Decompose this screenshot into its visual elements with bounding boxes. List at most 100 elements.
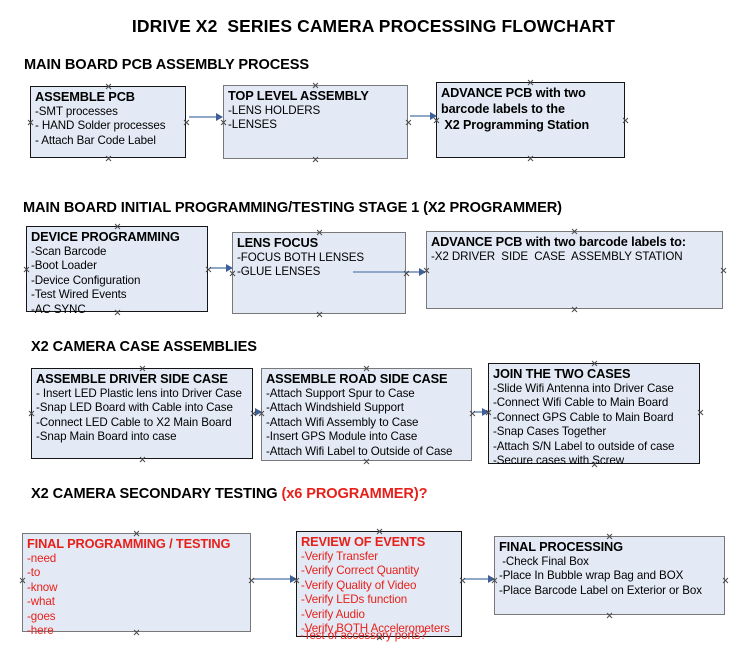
- process-box-line: -Verify BOTH Accelerometers: [301, 622, 450, 636]
- process-box-line: X2 Programming Station: [441, 117, 590, 132]
- process-box-line: -GLUE LENSES: [237, 265, 321, 279]
- process-box-assemble-pcb[interactable]: ASSEMBLE PCB-SMT processes- HAND Solder …: [30, 86, 186, 158]
- process-box-assemble-driver-side-case[interactable]: ASSEMBLE DRIVER SIDE CASE- Insert LED Pl…: [31, 368, 253, 459]
- process-box-line: -Device Configuration: [31, 273, 141, 287]
- process-box-line: -Attach Windshield Support: [266, 401, 404, 415]
- process-box-line: -SMT processes: [35, 104, 118, 118]
- section-header-main-board-initial-programming: MAIN BOARD INITIAL PROGRAMMING/TESTING S…: [23, 200, 562, 216]
- process-box-title: DEVICE PROGRAMMING: [31, 229, 180, 244]
- process-box-title: TOP LEVEL ASSEMBLY: [228, 88, 369, 103]
- section-header-text: X2 CAMERA SECONDARY TESTING: [31, 486, 282, 502]
- process-box-title: ADVANCE PCB with two: [441, 85, 586, 100]
- process-box-line: -Check Final Box: [499, 554, 589, 568]
- section-header-accent-text: (x6 PROGRAMMER)?: [281, 486, 428, 502]
- connector-arrow: [253, 574, 297, 584]
- arrow-head-icon: [430, 111, 437, 120]
- process-box-line: -Scan Barcode: [31, 244, 107, 258]
- process-box-body: FINAL PROCESSING -Check Final Box -Place …: [499, 539, 722, 598]
- process-box-line: -Attach Wifi Label to Outside of Case: [266, 444, 453, 458]
- process-box-join-the-two-cases[interactable]: JOIN THE TWO CASES-Slide Wifi Antenna in…: [488, 363, 700, 467]
- arrow-shaft: [474, 411, 483, 413]
- process-box-line: -need: [27, 551, 57, 565]
- process-box-line: -Attach S/N Label to outside of case: [493, 439, 675, 453]
- process-box-overflow-line: -Test of accessory ports?: [300, 629, 427, 642]
- connector-arrow: [464, 574, 495, 584]
- process-box-line: -AC SYNC: [31, 302, 86, 316]
- process-box-line: -Slide Wifi Antenna into Driver Case: [493, 381, 674, 395]
- process-box-final-programming-testing[interactable]: FINAL PROGRAMMING / TESTING-need-to-know…: [22, 533, 251, 637]
- process-box-line: -Attach Support Spur to Case: [266, 386, 415, 400]
- process-box-line: -Connect LED Cable to X2 Main Board: [36, 415, 232, 429]
- arrow-shaft: [464, 578, 489, 580]
- process-box-line: barcode labels to the: [441, 101, 565, 116]
- process-box-line: -goes: [27, 609, 56, 623]
- process-box-assemble-road-side-case[interactable]: ASSEMBLE ROAD SIDE CASE-Attach Support S…: [261, 368, 472, 461]
- section-header-main-board-pcb-assembly: MAIN BOARD PCB ASSEMBLY PROCESS: [24, 57, 309, 73]
- section-header-text: X2 CAMERA CASE ASSEMBLIES: [31, 339, 257, 355]
- section-header-x2-camera-case-assemblies: X2 CAMERA CASE ASSEMBLIES: [31, 339, 257, 355]
- process-box-device-programming[interactable]: DEVICE PROGRAMMING-Scan Barcode-Boot Loa…: [26, 226, 208, 316]
- process-box-line: -LENSES: [228, 118, 277, 132]
- section-header-text: MAIN BOARD INITIAL PROGRAMMING/TESTING S…: [23, 200, 562, 216]
- arrow-shaft: [410, 115, 431, 117]
- process-box-line: -here: [27, 624, 54, 638]
- process-box-title: REVIEW OF EVENTS: [301, 534, 426, 549]
- process-box-body: LENS FOCUS-FOCUS BOTH LENSES-GLUE LENSES: [237, 235, 403, 280]
- process-box-line: -Boot Loader: [31, 259, 97, 273]
- arrow-head-icon: [216, 112, 223, 121]
- process-box-line: -Verify LEDs function: [301, 593, 408, 607]
- arrow-head-icon: [482, 407, 489, 416]
- process-box-line: - Insert LED Plastic lens into Driver Ca…: [36, 386, 242, 400]
- process-box-title: FINAL PROCESSING: [499, 539, 623, 554]
- process-box-line: - HAND Solder processes: [35, 119, 166, 133]
- process-box-body: DEVICE PROGRAMMING-Scan Barcode-Boot Loa…: [31, 229, 205, 317]
- process-box-line: -Place Barcode Label on Exterior or Box: [499, 583, 702, 597]
- process-box-body: FINAL PROGRAMMING / TESTING-need-to-know…: [27, 536, 248, 639]
- arrow-shaft: [253, 578, 291, 580]
- section-header-x2-camera-secondary-testing: X2 CAMERA SECONDARY TESTING (x6 PROGRAMM…: [31, 486, 428, 502]
- process-box-line: -LENS HOLDERS: [228, 103, 321, 117]
- arrow-shaft: [353, 271, 420, 273]
- process-box-title: ASSEMBLE DRIVER SIDE CASE: [36, 371, 228, 386]
- process-box-body: REVIEW OF EVENTS-Verify Transfer-Verify …: [301, 534, 459, 637]
- process-box-line: -FOCUS BOTH LENSES: [237, 250, 365, 264]
- process-box-review-of-events[interactable]: REVIEW OF EVENTS-Verify Transfer-Verify …: [296, 531, 462, 637]
- process-box-line: -Snap LED Board with Cable into Case: [36, 401, 233, 415]
- process-box-top-level-assembly[interactable]: TOP LEVEL ASSEMBLY-LENS HOLDERS-LENSES: [223, 85, 408, 159]
- arrow-head-icon: [290, 574, 297, 583]
- process-box-line: -X2 DRIVER SIDE CASE ASSEMBLY STATION: [431, 249, 683, 263]
- section-header-text: MAIN BOARD PCB ASSEMBLY PROCESS: [24, 57, 310, 73]
- process-box-advance-pcb-to-driver-side-case[interactable]: ADVANCE PCB with two barcode labels to:-…: [426, 231, 723, 309]
- process-box-body: ADVANCE PCB with two barcode labels to:-…: [431, 234, 720, 264]
- process-box-line: -Test Wired Events: [31, 288, 127, 302]
- process-box-body: TOP LEVEL ASSEMBLY-LENS HOLDERS-LENSES: [228, 88, 405, 133]
- connector-arrow: [189, 112, 223, 122]
- process-box-line: -Verify Quality of Video: [301, 578, 417, 592]
- process-box-line: -Snap Cases Together: [493, 425, 607, 439]
- connector-arrow: [474, 407, 489, 417]
- process-box-line: -Connect Wifi Cable to Main Board: [493, 396, 669, 410]
- process-box-line: -Snap Main Board into case: [36, 430, 177, 444]
- process-box-line: -Attach Wifi Assembly to Case: [266, 415, 419, 429]
- arrow-head-icon: [488, 574, 495, 583]
- process-box-line: -Verify Audio: [301, 607, 365, 621]
- process-box-line: -Insert GPS Module into Case: [266, 430, 418, 444]
- process-box-line: -Connect GPS Cable to Main Board: [493, 410, 674, 424]
- process-box-title: LENS FOCUS: [237, 235, 318, 250]
- connector-arrow: [210, 263, 233, 273]
- process-box-line: -Verify Transfer: [301, 549, 379, 563]
- arrow-head-icon: [419, 267, 426, 276]
- process-box-line: -Secure cases with Screw: [493, 454, 624, 468]
- process-box-line: -to: [27, 566, 41, 580]
- process-box-lens-focus[interactable]: LENS FOCUS-FOCUS BOTH LENSES-GLUE LENSES: [232, 232, 406, 314]
- process-box-line: -know: [27, 580, 58, 594]
- process-box-title: ASSEMBLE ROAD SIDE CASE: [266, 371, 448, 386]
- process-box-body: JOIN THE TWO CASES-Slide Wifi Antenna in…: [493, 366, 697, 469]
- process-box-body: ASSEMBLE PCB-SMT processes- HAND Solder …: [35, 89, 183, 148]
- arrow-shaft: [189, 116, 217, 118]
- process-box-final-processing[interactable]: FINAL PROCESSING -Check Final Box -Place …: [494, 536, 725, 615]
- process-box-line: -Verify Correct Quantity: [301, 564, 420, 578]
